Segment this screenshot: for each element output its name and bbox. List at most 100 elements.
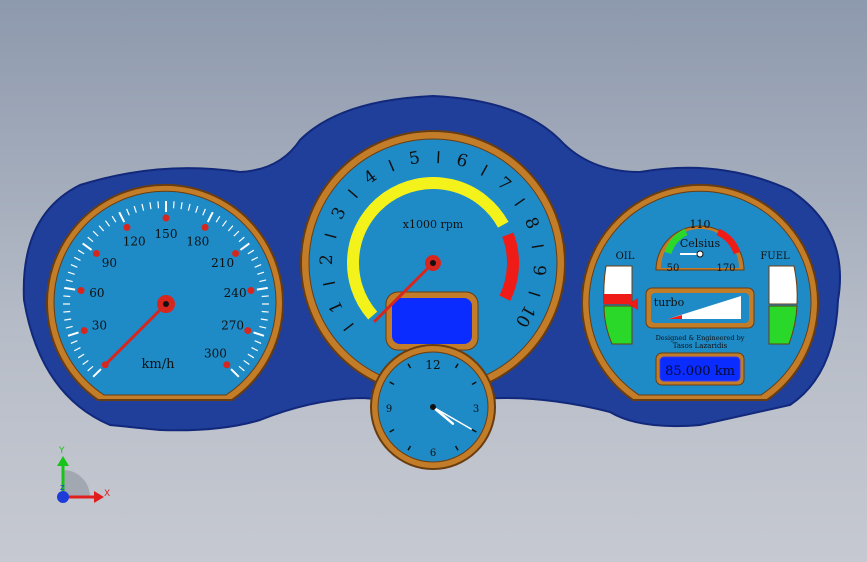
speed-tick xyxy=(254,340,262,344)
speed-dot xyxy=(247,287,255,295)
speed-tick xyxy=(67,331,79,337)
speed-tick xyxy=(104,220,111,227)
speed-tick xyxy=(215,215,221,223)
speed-dot xyxy=(80,327,88,335)
triad-z-axis-icon xyxy=(57,491,69,503)
credit-line-1: Designed & Engineered by xyxy=(656,334,745,342)
speed-tick xyxy=(257,271,265,275)
oil-bar-green xyxy=(603,305,633,345)
speed-tick xyxy=(243,359,250,366)
speed-dot xyxy=(123,223,131,231)
oil-pointer-icon xyxy=(628,298,638,310)
speed-tick xyxy=(260,318,268,321)
speed-tick xyxy=(227,225,234,232)
clock-hub xyxy=(430,404,436,410)
speed-tick xyxy=(221,220,228,227)
tach-tick-label: 9 xyxy=(528,264,549,276)
speed-tick xyxy=(77,249,85,255)
speed-tick xyxy=(230,368,240,378)
tach-display xyxy=(392,298,472,344)
triad-quarter-disc xyxy=(63,470,90,497)
speed-tick xyxy=(149,202,152,210)
speed-tick xyxy=(261,295,269,298)
speed-tick xyxy=(82,359,89,366)
clock-ticks xyxy=(389,363,477,451)
speed-tick xyxy=(259,325,267,329)
triad-x-label: X xyxy=(104,489,110,499)
speed-tick xyxy=(77,353,85,359)
speed-tick xyxy=(254,264,262,268)
speedometer-ticks xyxy=(63,201,269,378)
speed-tick xyxy=(259,279,267,283)
tach-tick xyxy=(388,159,395,172)
speed-tick-label: 270 xyxy=(221,319,244,333)
speed-tick xyxy=(238,365,245,372)
tach-tick xyxy=(531,244,544,249)
clock-label-6: 6 xyxy=(430,448,436,459)
clock-tick xyxy=(454,445,459,451)
tachometer-ticks xyxy=(322,151,544,332)
speedometer-face xyxy=(53,190,277,396)
speed-tick xyxy=(206,211,214,223)
speed-tick xyxy=(64,286,76,291)
turbo-label: turbo xyxy=(654,296,685,309)
clock-label-3: 3 xyxy=(473,404,479,415)
speed-tick xyxy=(92,230,99,237)
tach-tick xyxy=(480,164,488,176)
tach-tick xyxy=(324,233,337,239)
clock-hour-hand xyxy=(431,405,455,425)
speed-tick xyxy=(126,208,130,216)
clock-tick xyxy=(389,428,395,433)
tach-tick xyxy=(528,291,541,297)
turbo-bar-white xyxy=(668,296,741,319)
speed-tick xyxy=(187,203,191,211)
speed-tick-label: 120 xyxy=(123,235,146,249)
speed-tick xyxy=(87,365,94,372)
speed-tick-label: 90 xyxy=(102,256,117,270)
fuel-bar-white xyxy=(768,265,798,305)
triad-y-arrow-icon xyxy=(57,456,69,466)
speed-dot xyxy=(223,361,231,369)
speed-tick xyxy=(195,205,199,213)
axis-triad: X Y Z xyxy=(57,446,110,503)
speed-unit-label: km/h xyxy=(142,357,176,372)
fuel-label: FUEL xyxy=(760,251,790,262)
speed-tick xyxy=(63,295,71,298)
speed-tick xyxy=(172,201,175,209)
clock: 12 3 6 9 xyxy=(370,344,496,470)
speed-dot xyxy=(232,249,240,257)
aux-gauge: 110 Celsius 50 170 OIL FUEL turbo Design… xyxy=(581,183,819,401)
speed-tick-label: 300 xyxy=(204,346,227,360)
speed-tick xyxy=(141,203,145,211)
speed-tick xyxy=(253,331,265,337)
clock-label-12: 12 xyxy=(425,358,440,372)
tach-tick xyxy=(514,198,526,207)
speed-tick-label: 180 xyxy=(186,235,209,249)
temp-value-label: 110 xyxy=(690,218,711,231)
speed-tick xyxy=(180,202,183,210)
speed-dot xyxy=(101,361,109,369)
tach-tick xyxy=(322,281,336,286)
speed-tick xyxy=(251,256,259,261)
clock-tick xyxy=(407,445,412,451)
speed-tick xyxy=(70,264,78,268)
speed-dot xyxy=(92,249,100,257)
temp-max-label: 170 xyxy=(716,263,735,274)
clock-tick xyxy=(389,381,395,386)
speed-tick-label: 210 xyxy=(211,256,234,270)
temp-hub xyxy=(696,250,704,258)
speed-tick xyxy=(133,205,137,213)
temp-unit-label: Celsius xyxy=(680,237,721,250)
speed-tick-label: 240 xyxy=(224,286,247,300)
speed-tick xyxy=(118,211,126,223)
speed-tick xyxy=(63,310,71,313)
triad-y-label: Y xyxy=(58,446,65,456)
speed-tick xyxy=(65,325,73,329)
speedometer-needle xyxy=(106,302,168,364)
speed-tick xyxy=(98,225,105,232)
triad-z-label: Z xyxy=(60,484,65,492)
tach-tick-label: 5 xyxy=(407,148,421,170)
